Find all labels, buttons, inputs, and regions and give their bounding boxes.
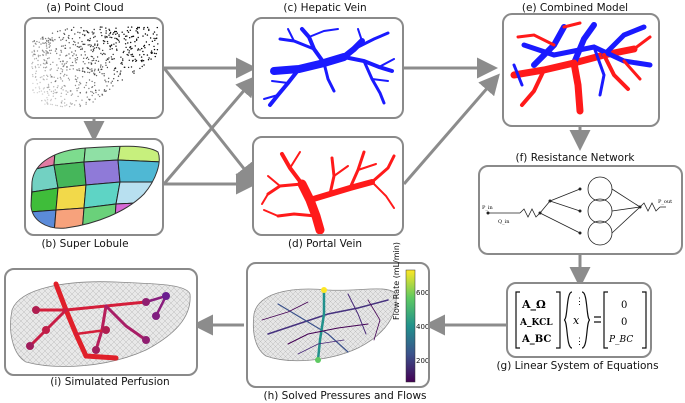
solved-flows-image bbox=[252, 269, 416, 383]
colorbar-label: Flow Rate (mL/min) bbox=[392, 242, 401, 320]
colorbar-tick-200: 200 bbox=[416, 357, 430, 365]
simulated-perfusion-image bbox=[10, 281, 191, 367]
caption-portal-vein: (d) Portal Vein bbox=[287, 238, 363, 250]
caption-super-lobule: (b) Super Lobule bbox=[41, 238, 129, 250]
eq-x-dots-bottom: ⋮ bbox=[575, 337, 584, 347]
super-lobule-image bbox=[30, 145, 160, 229]
panel-super-lobule bbox=[24, 138, 164, 236]
hepatic-vein-tree bbox=[263, 27, 395, 107]
panel-hepatic-vein bbox=[252, 17, 404, 119]
eq-rhs-0: 0 bbox=[621, 300, 627, 311]
panel-resistance-network: P_in Q_in P_out bbox=[478, 165, 683, 255]
panel-point-cloud bbox=[24, 17, 164, 119]
eq-a-bc: A_BC bbox=[521, 334, 551, 345]
point-cloud-plot bbox=[31, 26, 159, 108]
panel-portal-vein bbox=[252, 136, 404, 236]
caption-combined-model: (e) Combined Model bbox=[521, 2, 629, 14]
caption-solved-pressures: (h) Solved Pressures and Flows bbox=[263, 390, 427, 402]
portal-vein-tree bbox=[261, 150, 396, 234]
network-p-out-label: P_out bbox=[658, 199, 672, 205]
panel-linear-system: A_Ω A_KCL A_BC ⋮ x ⋮ 0 0 P_BC bbox=[506, 282, 652, 358]
caption-hepatic-vein: (c) Hepatic Vein bbox=[283, 2, 367, 14]
panel-solved-pressures: 600 400 200 bbox=[246, 262, 430, 388]
caption-linear-system: (g) Linear System of Equations bbox=[496, 360, 659, 372]
linear-system-equation: A_Ω A_KCL A_BC ⋮ x ⋮ 0 0 P_BC bbox=[515, 291, 647, 349]
network-p-in-label: P_in bbox=[482, 205, 493, 211]
eq-rhs-2: P_BC bbox=[608, 335, 633, 345]
eq-x-dots-top: ⋮ bbox=[575, 297, 584, 307]
resistance-network-diagram: P_in Q_in P_out bbox=[482, 176, 672, 246]
combined-model-trees bbox=[510, 21, 653, 115]
eq-x-vector: x bbox=[573, 314, 580, 327]
eq-rhs-1: 0 bbox=[621, 317, 627, 328]
panel-simulated-perfusion bbox=[4, 268, 198, 376]
eq-a-kcl: A_KCL bbox=[519, 318, 553, 328]
colorbar-tick-600: 600 bbox=[416, 289, 430, 297]
caption-resistance-network: (f) Resistance Network bbox=[515, 152, 635, 164]
caption-simulated-perfusion: (i) Simulated Perfusion bbox=[50, 376, 170, 388]
caption-point-cloud: (a) Point Cloud bbox=[46, 2, 124, 14]
network-q-in-label: Q_in bbox=[498, 219, 510, 225]
colorbar-tick-400: 400 bbox=[416, 323, 430, 331]
eq-a-omega: A_Ω bbox=[521, 298, 546, 312]
panel-combined-model bbox=[502, 13, 660, 127]
